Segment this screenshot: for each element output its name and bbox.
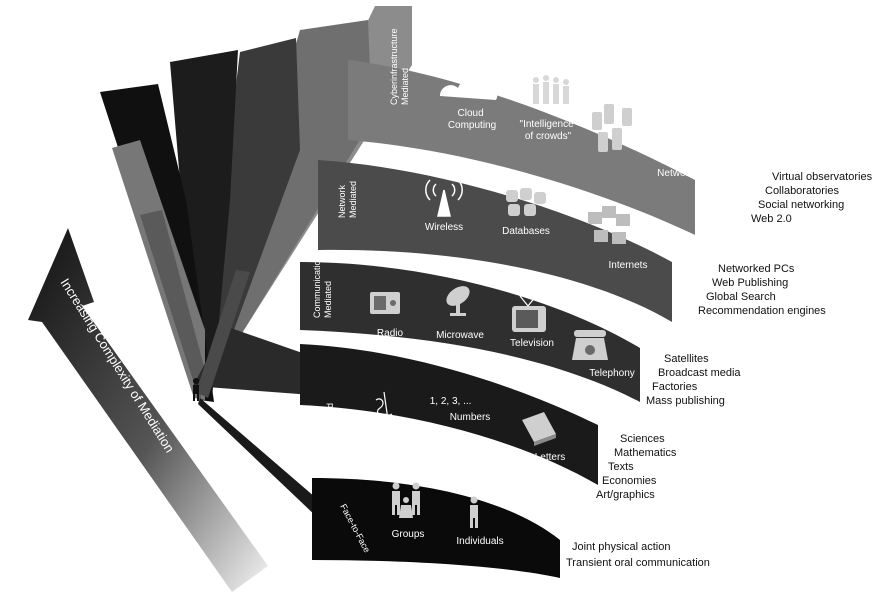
item-radio: Radio	[377, 328, 404, 339]
computers-icon	[588, 206, 630, 244]
band-label-cyberinfrastructure: Cyberinfrastructure Mediated	[389, 26, 410, 105]
television-icon	[512, 295, 546, 332]
item-television: Television	[510, 338, 554, 349]
group-icon	[392, 482, 420, 518]
band-symbol	[300, 344, 598, 485]
band-face-to-face	[312, 478, 560, 578]
cloud-icon	[440, 79, 498, 100]
antenna-icon	[425, 179, 463, 217]
item-internets: Internets	[609, 260, 648, 271]
crowd-icon	[533, 75, 569, 104]
item-sensor-networks: Sensor Networks	[657, 156, 699, 179]
observer-figure-icon	[193, 378, 199, 401]
satellite-dish-icon	[446, 286, 470, 316]
item-microwave: Microwave	[436, 330, 484, 341]
database-icon	[506, 188, 546, 216]
band-label-communication: Communication Mediated	[312, 253, 333, 318]
band-label-network: Network Mediated	[337, 181, 358, 218]
network-icon	[708, 137, 751, 188]
item-imagery: Imagery	[390, 432, 426, 443]
item-cloud-computing: Cloud Computing	[448, 108, 496, 131]
radio-icon	[370, 292, 400, 314]
examples-network: Networked PCs Web Publishing Global Sear…	[698, 263, 826, 317]
item-individuals: Individuals	[456, 536, 503, 547]
item-numbers: 1, 2, 3, ... Numbers	[430, 396, 491, 423]
band-cyberinfrastructure	[348, 60, 695, 235]
item-constant-contact: Constant Contact	[635, 113, 678, 136]
band-label-symbol: Symbol Mediated	[314, 403, 335, 440]
item-databases: Databases	[502, 226, 550, 237]
person-icon	[470, 496, 478, 528]
item-intelligence-of-crowds: "Intelligence of crowds"	[520, 119, 577, 142]
item-wireless: Wireless	[425, 222, 463, 233]
examples-communication: Satellites Broadcast media Factories Mas…	[646, 353, 744, 407]
examples-cyberinfrastructure: Virtual observatories Collaboratories So…	[751, 171, 875, 225]
item-letters: Letters	[535, 452, 566, 463]
drawing-icon	[375, 391, 393, 421]
examples-symbol: Sciences Mathematics Texts Economies Art…	[596, 433, 679, 501]
band-network	[318, 160, 672, 322]
item-telephony: Telephony	[589, 368, 635, 379]
telephone-icon	[572, 330, 608, 360]
examples-face-to-face: Joint physical action Transient oral com…	[566, 541, 710, 569]
book-icon	[522, 412, 556, 446]
phones-icon	[592, 104, 632, 152]
item-groups: Groups	[392, 529, 425, 540]
